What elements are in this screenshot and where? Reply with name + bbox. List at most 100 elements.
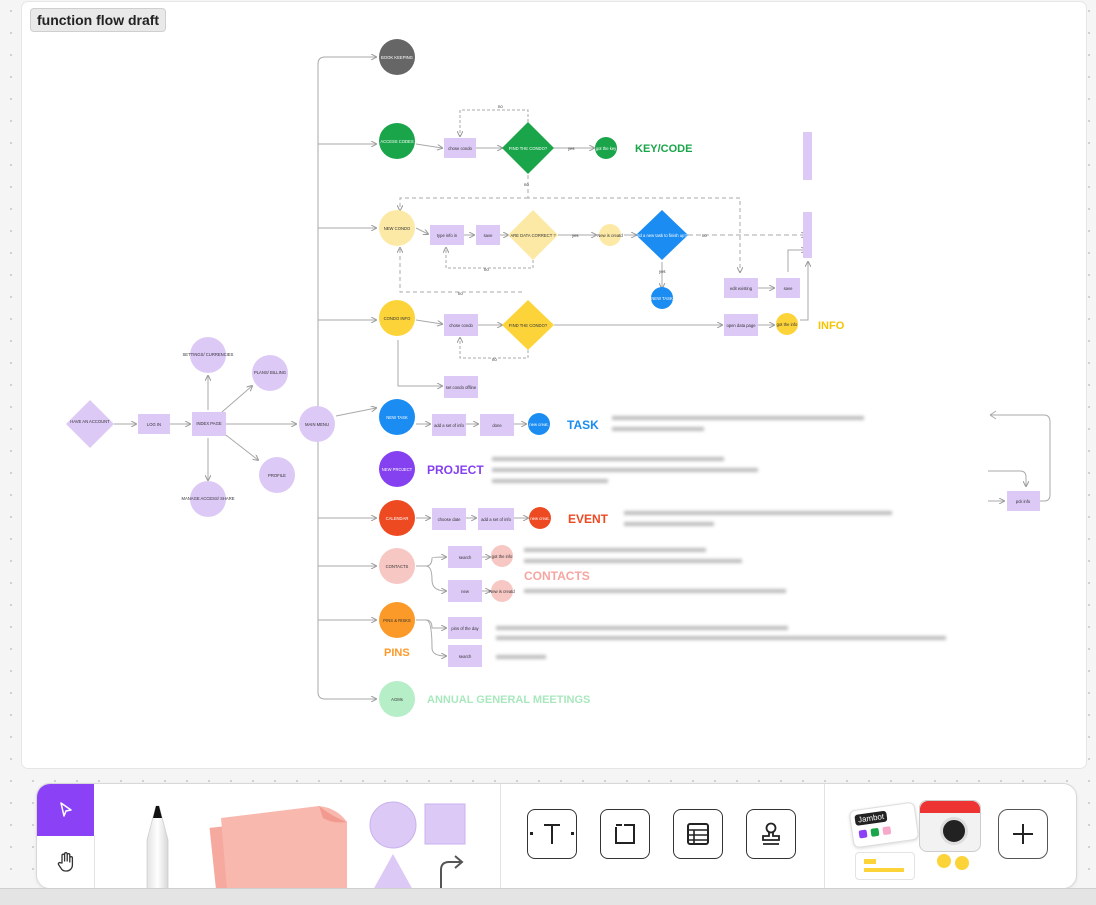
access-codes-label: ACCESS CODES [380,139,413,144]
sticky-note-icon[interactable] [207,798,357,889]
event-add-set-label: add a set of info [481,517,511,522]
camera-widget [919,800,981,852]
done-label: done [492,423,502,428]
info-heading: INFO [818,320,845,332]
new-task-node-main [379,399,415,435]
text-tool-button[interactable] [527,809,577,859]
profile-label: PROFILE [268,473,286,478]
toolbar-divider [500,784,501,888]
section-tool-button[interactable] [600,809,650,859]
choose-date-label: choose date [438,517,461,522]
got-info-node [776,313,798,335]
edge-label-no-4: no [702,233,707,238]
save-box [476,225,500,245]
access-codes-row[interactable]: ACCESS CODES chose condo FIND THE CONDO?… [379,122,812,180]
task-row[interactable]: NEW TASK add a set of info done new crea… [379,399,599,436]
event-description [624,511,892,526]
edge-label-yes: yes [568,146,575,151]
task-heading: TASK [567,418,599,432]
edit-existing-box [724,278,758,298]
set-offline-box [444,376,478,398]
frame-title[interactable]: function flow draft [30,8,167,32]
data-correct-decision [508,210,558,260]
shapes-icon[interactable] [365,798,485,889]
pick-info-box[interactable] [1007,491,1040,511]
new-task-decision [636,210,688,260]
start-area[interactable]: HAVE AN ACCOUNT LOG IN INDEX PAGE SETTIN… [66,337,335,517]
calendar-node [379,500,415,536]
new-condo-row[interactable]: NEW CONDO type info in save ARE DATA COR… [379,210,812,309]
new-project-label: NEW PROJECT [382,467,413,472]
task-created-label: new creat. [529,422,548,427]
new-created-node [599,224,621,246]
pins-description [496,626,946,659]
condo-info-label: CONDO INFO [384,316,411,321]
contacts-search-label: search [459,555,472,560]
event-row[interactable]: CALENDAR choose date add a set of info n… [379,500,609,536]
stamp-tool-button[interactable] [746,809,796,859]
new-condo-node [379,210,415,246]
type-info-box [430,225,464,245]
contacts-row[interactable]: CONTACTS search got the info new New is … [379,545,590,602]
project-row[interactable]: NEW PROJECT PROJECT [379,451,484,487]
open-data-box [724,314,758,336]
plans-node [252,355,288,391]
hand-tool-button[interactable] [37,836,95,888]
pins-node [379,602,415,638]
event-created-node [529,507,551,529]
condo-info-row[interactable]: CONDO INFO chose condo FIND THE CONDO? o… [379,300,845,398]
plans-label: PLANS/ BILLING [254,370,286,375]
select-tool-button[interactable] [37,784,94,836]
agm-heading: ANNUAL GENERAL MEETINGS [427,694,590,706]
contacts-node [379,548,415,584]
add-set-box [432,414,466,436]
contacts-search-box [448,546,482,568]
bottom-toolbar: Jambot [36,783,1077,889]
find-condo-decision [502,122,554,174]
widgets-cluster[interactable]: Jambot [843,798,993,888]
settings-label: SETTINGS/ CURRENCIES [183,352,234,357]
main-menu-label: MAIN MENU [305,422,329,427]
cursor-icon [59,802,72,817]
edge-label-yes-2: yes [572,233,579,238]
edge-label-yes-3: yes [659,269,666,274]
stamp-icon [762,822,780,845]
table-tool-button[interactable] [673,809,723,859]
new-project-node [379,451,415,487]
key-code-heading: KEY/CODE [635,143,692,155]
new-task-node [651,287,673,309]
got-info-label: got the info [777,322,798,327]
jambot-card: Jambot [848,801,920,849]
set-offline-label: set condo offline [446,385,477,390]
edge-label-no-2: no [524,182,529,187]
condo-info-node [379,300,415,336]
type-info-label: type info in [437,233,458,238]
new-condo-label: NEW CONDO [384,226,411,231]
edge-label-no: no [498,104,503,109]
add-more-button[interactable] [998,809,1048,859]
got-key-node [595,137,617,159]
edge-label-no-3: no [484,267,489,272]
emoji-widget [933,848,973,874]
task-created-node [528,413,550,435]
pins-row[interactable]: PINS & RISKS pins of the day search PINS [379,602,482,667]
side-main-menu-box [803,132,812,180]
profile-node [259,457,295,493]
event-add-set-box [478,508,514,530]
pen-icon[interactable] [125,800,191,889]
agm-row[interactable]: AGMs ANNUAL GENERAL MEETINGS [379,681,590,717]
hand-icon [57,852,73,872]
section-icon [615,824,635,844]
contacts-new-label: new [461,589,470,594]
open-data-label: open data page [726,323,756,328]
task-description [612,416,864,431]
contacts-got-info-node [491,545,513,567]
contacts-label: CONTACTS [386,564,409,569]
figjam-frame[interactable] [22,2,1086,768]
agm-node [379,681,415,717]
pick-info-label: pck info [1016,499,1031,504]
book-keeping-node[interactable] [379,39,415,75]
new-created-label: New is creatd [597,233,623,238]
save-2-box [776,278,800,298]
